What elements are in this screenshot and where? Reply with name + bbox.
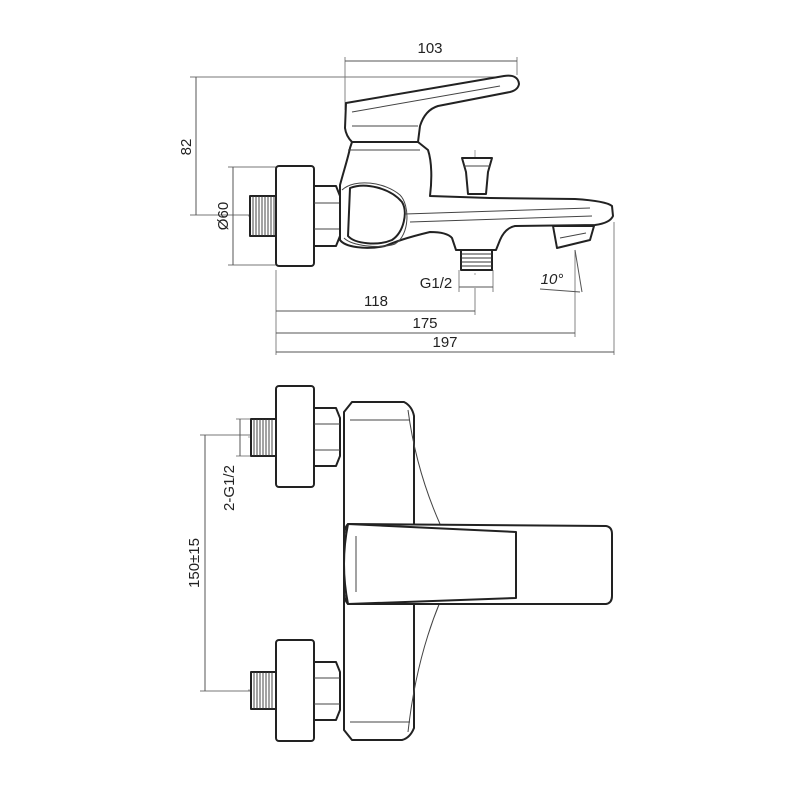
faucet-body (339, 141, 614, 251)
dim-label-to-spout-tip: 175 (412, 315, 437, 332)
lower-hex-nut (313, 661, 341, 721)
wall-flange (275, 165, 315, 267)
lever-handle (344, 74, 520, 143)
thread-lines (253, 419, 273, 456)
thread-lines (252, 196, 275, 236)
dim-label-spout-angle: 10° (541, 271, 564, 288)
hex-nut (313, 185, 341, 247)
shower-outlet-thread (460, 249, 493, 271)
body-facet (347, 184, 406, 245)
dim-line-angle (574, 249, 583, 293)
front-lever-base (343, 523, 517, 605)
dim-label-overall-length: 197 (432, 334, 457, 351)
upper-hex-nut (313, 407, 341, 467)
dim-label-inlet-threads: 2-G1/2 (221, 465, 238, 511)
spout-aerator (552, 225, 595, 249)
side-view (190, 57, 615, 355)
dim-label-flange-diameter: Ø60 (215, 202, 232, 230)
dim-label-center-distance: 150±15 (186, 538, 203, 588)
lower-wall-flange (275, 639, 315, 742)
upper-wall-flange (275, 385, 315, 488)
dim-line-angle (539, 288, 581, 293)
diverter-knob (461, 157, 493, 195)
thread-lines (461, 253, 492, 267)
dim-label-inlet-thread: G1/2 (420, 275, 453, 292)
dim-label-height: 82 (178, 139, 195, 156)
inlet-thread-stub (249, 195, 277, 237)
dim-label-lever-reach: 103 (417, 40, 442, 57)
dim-label-to-outlet: 118 (364, 293, 388, 310)
body-highlight (341, 182, 408, 247)
front-view (200, 385, 613, 742)
thread-lines (253, 672, 273, 709)
